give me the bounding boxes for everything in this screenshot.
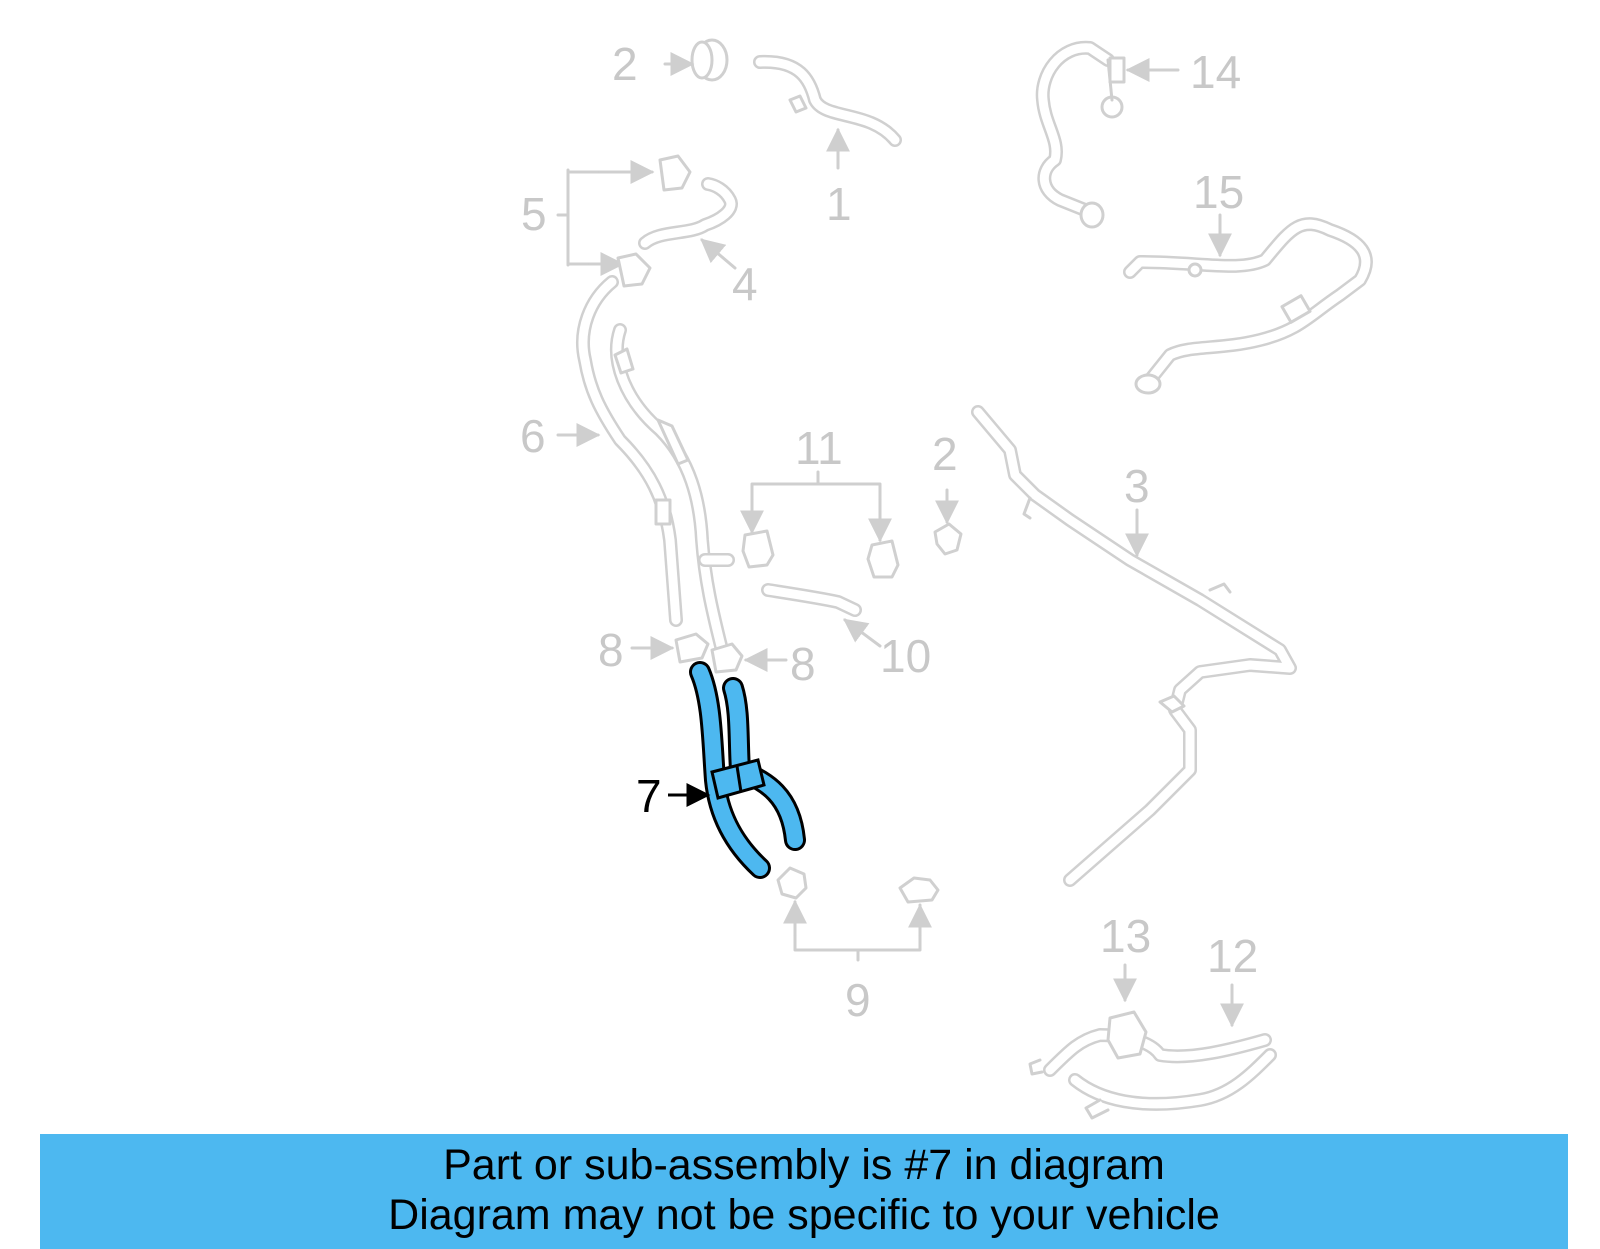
callout-12: 12 [1207, 930, 1258, 982]
part-2-clamp-middle [933, 488, 963, 556]
part-15-line [1123, 213, 1373, 395]
part-2-clamp-top [663, 38, 729, 82]
part-3-tube [971, 405, 1297, 887]
banner-line-2: Diagram may not be specific to your vehi… [388, 1191, 1220, 1239]
callout-15: 15 [1193, 166, 1244, 218]
part-12-13-pipe [1028, 963, 1277, 1120]
part-11-clamps [740, 470, 900, 579]
callout-9: 9 [845, 974, 871, 1026]
callout-4: 4 [732, 258, 758, 310]
callout-14: 14 [1190, 46, 1241, 98]
part-5-clamps [556, 154, 692, 288]
info-banner: Part or sub-assembly is #7 in diagram Di… [40, 1134, 1568, 1249]
callout-2-middle: 2 [932, 428, 958, 480]
part-4-hose [638, 177, 738, 270]
parts-diagram: 2 1 14 15 5 4 [520, 38, 1373, 1120]
part-10-hose [761, 583, 882, 648]
part-14-line [1035, 40, 1180, 229]
callout-5: 5 [521, 188, 547, 240]
callout-11: 11 [795, 422, 843, 474]
callout-1: 1 [826, 178, 852, 230]
callout-2-top: 2 [612, 38, 638, 90]
part-8-clamps [630, 632, 788, 674]
callout-10: 10 [880, 630, 931, 682]
callout-13: 13 [1100, 910, 1151, 962]
part-7-hose-assembly-highlighted [668, 661, 806, 879]
part-1-hose [753, 54, 902, 170]
banner-line-1: Part or sub-assembly is #7 in diagram [443, 1141, 1165, 1189]
callout-6: 6 [520, 410, 546, 462]
part-9-clips [776, 866, 940, 962]
callout-8-right: 8 [790, 638, 816, 690]
callout-7: 7 [636, 770, 662, 822]
part-6-pipe [556, 275, 735, 657]
callout-8-left: 8 [598, 624, 624, 676]
callout-3: 3 [1124, 460, 1150, 512]
